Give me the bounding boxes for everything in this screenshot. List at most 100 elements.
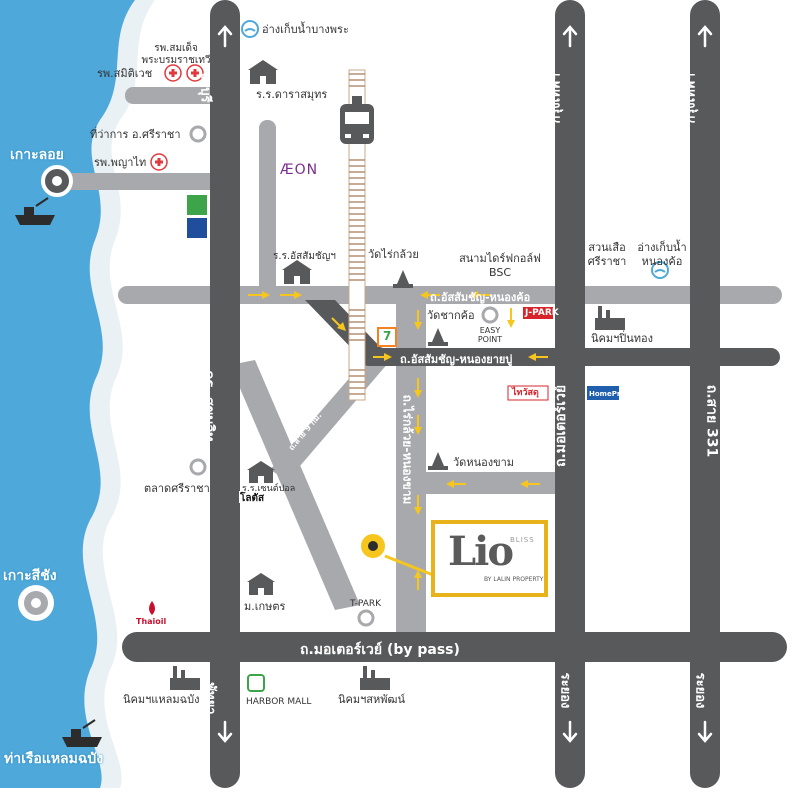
factory-icon: [170, 666, 200, 690]
hospital-cross-icon: [164, 64, 182, 82]
location-ring-icon: [357, 609, 375, 627]
train-icon: [340, 96, 374, 144]
road-aeon-v: [259, 120, 276, 300]
road-331-label: ถ.สาย 331: [703, 384, 720, 458]
temple-icon: [428, 452, 448, 470]
tiger-zoo-label-1: สวนเสือ: [588, 241, 626, 254]
hosp-samitivej-label: รพ.สมิติเวช: [97, 67, 153, 80]
tesco-logo: [239, 491, 277, 503]
ko-loi-label: เกาะลอย: [10, 147, 64, 163]
nongkho-reservoir-label-1: อ่างเก็บน้ำ: [637, 241, 687, 254]
dark-roads: [122, 0, 787, 788]
road-331-v: [690, 0, 720, 788]
road-motorway-h: [122, 632, 787, 662]
road-sukhumvit: [210, 0, 240, 788]
water-drop-icon: [241, 20, 259, 38]
arrow-down-icon: [562, 720, 578, 743]
hosp-somdet-label-1: รพ.สมเด็จ: [154, 43, 198, 54]
easy-point-label-2: POINT: [477, 335, 503, 344]
arrow-up-icon: [562, 25, 578, 48]
ipark-badge: [523, 307, 553, 319]
temple-icon: [393, 270, 413, 288]
ship-icon: [15, 197, 55, 225]
tesco-label: โลตัส: [240, 493, 265, 504]
tiger-zoo-label-2: ศรีราชา: [587, 255, 627, 268]
project-logo-by: BY LALIN PROPERTY: [484, 576, 544, 583]
homepro-label: HomePro: [589, 390, 626, 398]
school-icon: [282, 260, 312, 284]
school-assumption-label: ร.ร.อัสสัมชัญฯ: [273, 251, 336, 262]
location-ring-icon: [189, 125, 207, 143]
seven-eleven-logo: [377, 327, 397, 347]
location-ring-icon: [481, 306, 499, 324]
sriracha-market-label: ตลาดศรีราชา: [144, 482, 210, 495]
railway: [348, 69, 366, 401]
seven-eleven-label: 7: [383, 329, 392, 343]
sukhumvit-top-label: ชลบุรี: [197, 70, 213, 103]
arrow-up-icon: [697, 25, 713, 48]
thaioil-label: Thaioil: [136, 617, 167, 626]
motorway-label: ถ.มอเตอร์เวย์ (by pass): [300, 642, 460, 658]
rayong-label-1: ระยอง: [557, 672, 573, 709]
pattaya-label: พัทยา: [202, 682, 218, 715]
bang-phra-reservoir-label: อ่างเก็บน้ำบางพระ: [262, 23, 349, 36]
project-location-pin: [361, 534, 434, 577]
bank-logo-green: [187, 195, 207, 215]
harbor-mall-label: HARBOR MALL: [246, 697, 312, 707]
arrow-up-icon: [217, 25, 233, 48]
road-nongkham-h: [420, 472, 555, 494]
road-assumption-nongyaibu: [360, 348, 780, 366]
ipark-label: J-PARK: [525, 308, 559, 318]
nongkho-reservoir-label-2: หนองค้อ: [641, 255, 683, 268]
wat-nong-kham-label: วัดหนองขาม: [453, 456, 515, 469]
saha-estate-label: นิคมฯสหพัฒน์: [338, 693, 405, 706]
laem-chabang-estate-label: นิคมฯแหลมฉบัง: [123, 693, 200, 706]
school-icon: [248, 60, 278, 84]
factory-icon: [595, 306, 625, 330]
arrow-down-icon: [697, 720, 713, 743]
easy-point-label-1: EASY: [479, 326, 501, 335]
kasetsart-label: ม.เกษตร: [244, 600, 286, 613]
assumption-nongkho-label: ถ.อัสสัมชัญ-หนองค้อ: [430, 291, 531, 304]
hosp-somdet-label-2: พระบรมราชเทวี: [141, 55, 211, 66]
hospital-cross-icon: [150, 153, 168, 171]
rai-kluai-label: ถ.ไร่กล้วย-หนองขาม: [400, 394, 415, 505]
school-icon: [247, 573, 275, 595]
thaioil-logo: [149, 601, 155, 615]
water-drop-icon: [651, 261, 669, 279]
road-dark-diagonal: [305, 300, 390, 357]
project-logo-box: [431, 520, 548, 597]
road-sai9-diagonal: [230, 360, 360, 610]
pinthong-label: นิคมฯปิ่นทอง: [591, 332, 654, 345]
motorway-v-top-label: กรุงเทพฯ: [548, 73, 564, 124]
road-331-top-label: กรุงเทพฯ: [683, 73, 699, 124]
district-office-label: ที่ว่าการ อ.ศรีราชา: [90, 128, 181, 141]
ko-si-chang-label: เกาะสีชัง: [3, 568, 57, 584]
location-ring-icon: [189, 458, 207, 476]
assumption-nongyaibu-label: ถ.อัสสัมชัญ-หนองยายบู่: [400, 353, 513, 366]
bank-logo-blue: [187, 218, 207, 238]
sukhumvit-label: ดร. สุขุมวิท: [200, 370, 217, 442]
golf-label-2: BSC: [488, 266, 512, 279]
school-label: ร.ร.เซนต์ปอล: [242, 484, 296, 494]
motorway-v-label: ถ.มอเตอร์เวย์: [553, 384, 570, 468]
road-assumption-nongkho: [118, 286, 782, 304]
thaiwatsadu-logo: [507, 385, 549, 401]
direction-arrows: [217, 25, 713, 743]
arrow-down-icon: [217, 720, 233, 743]
hospital-cross-icon: [186, 64, 204, 82]
project-logo-sub: BLISS: [510, 536, 535, 544]
laem-chabang-port-label: ท่าเรือแหลมฉบัง: [4, 751, 104, 767]
rayong-label-2: ระยอง: [692, 672, 708, 709]
school-icon: [247, 461, 275, 483]
hosp-phyathai-label: รพ.พญาไท: [94, 156, 147, 169]
golf-label-1: สนามไดร์ฟกอล์ฟ: [459, 252, 541, 265]
factory-icon: [360, 666, 390, 690]
thaiwatsadu-label: ไทวัสดุ: [512, 388, 539, 398]
temple-icon: [428, 328, 448, 346]
road-motorway-v: [555, 0, 585, 788]
wat-chak-kho-label: วัดชากค้อ: [427, 309, 475, 322]
harbor-mall-logo: [247, 674, 265, 692]
